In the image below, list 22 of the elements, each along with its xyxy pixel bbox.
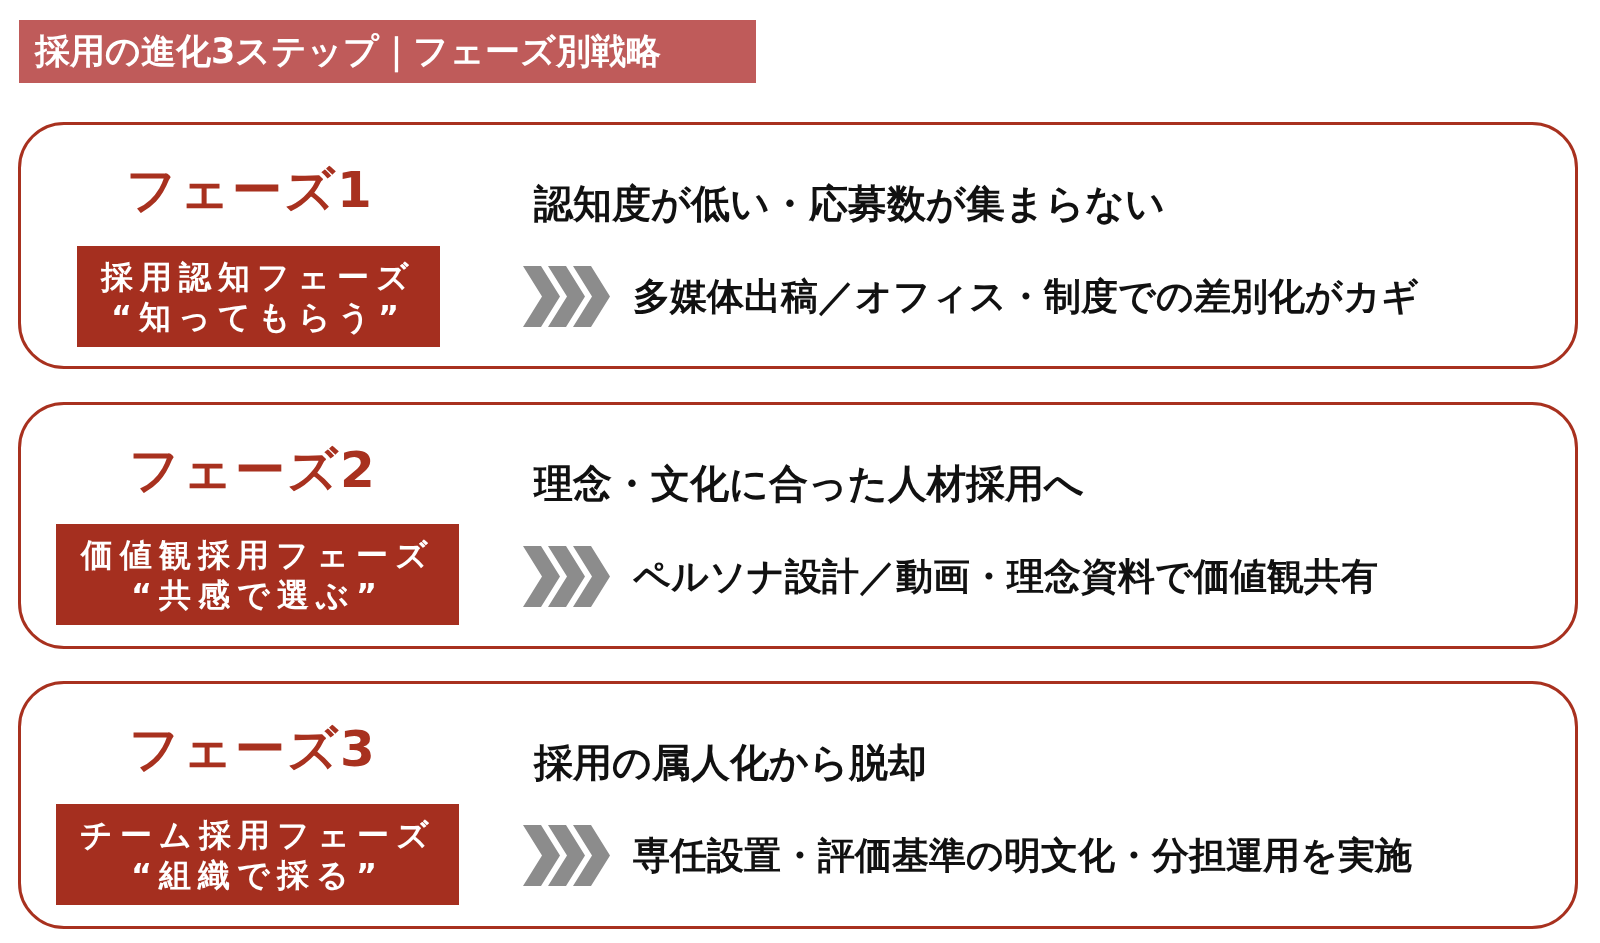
phase-heading: フェーズ1 [126, 163, 374, 218]
badge-title: 採用認知フェーズ [101, 256, 416, 297]
badge-title: チーム採用フェーズ [79, 814, 436, 855]
badge-tagline: “組織で採る” [130, 854, 385, 895]
badge-tagline: “知ってもらう” [110, 296, 407, 337]
phase-heading: フェーズ3 [129, 722, 377, 777]
problem-text: 認知度が低い・応募数が集まらない [534, 180, 1165, 227]
strategy-text: 専任設置・評価基準の明文化・分担運用を実施 [633, 833, 1412, 878]
badge-title: 価値観採用フェーズ [80, 534, 435, 575]
phase-badge [77, 246, 440, 347]
strategy-text: 多媒体出稿／オフィス・制度での差別化がカギ [633, 274, 1419, 319]
phase-badge [56, 524, 459, 625]
phase-heading: フェーズ2 [129, 443, 377, 498]
problem-text: 理念・文化に合った人材採用へ [534, 460, 1084, 507]
problem-text: 採用の属人化から脱却 [534, 739, 927, 786]
badge-tagline: “共感で選ぶ” [130, 574, 385, 615]
phase-card [18, 122, 1578, 369]
strategy-text: ペルソナ設計／動画・理念資料で価値観共有 [633, 554, 1378, 599]
title-banner: 採用の進化3ステップ｜フェーズ別戦略 [19, 20, 756, 83]
phase-card [18, 681, 1578, 929]
phase-card [18, 402, 1578, 649]
phase-badge [56, 804, 459, 905]
